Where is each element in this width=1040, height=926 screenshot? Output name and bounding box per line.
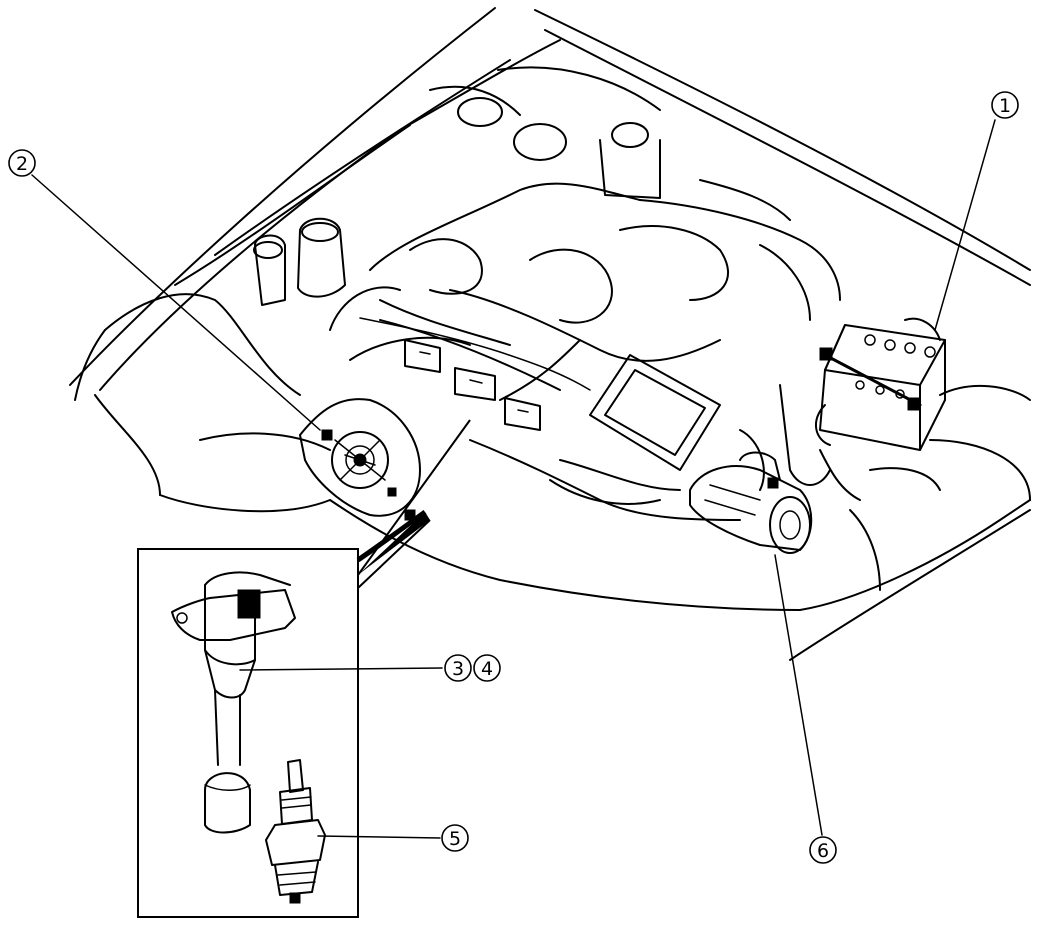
engine-block	[253, 66, 941, 591]
callout-6: 6	[809, 836, 837, 864]
callout-5: 5	[441, 824, 469, 852]
spark-plug	[265, 759, 326, 904]
battery	[815, 317, 946, 451]
ignition-coil	[171, 571, 296, 834]
callout-3-label: 3	[452, 658, 464, 680]
starter-motor	[689, 451, 813, 554]
callout-6-label: 6	[817, 840, 829, 862]
alternator	[299, 398, 421, 521]
callout-4-label: 4	[481, 658, 493, 680]
callout-1: 1	[991, 91, 1019, 119]
callout-1-label: 1	[999, 95, 1011, 117]
callout-2-label: 2	[16, 153, 28, 175]
vehicle-body-outline	[69, 7, 1031, 661]
callout-5-label: 5	[449, 828, 461, 850]
leader-lines	[31, 119, 996, 839]
callout-2: 2	[8, 149, 36, 177]
callout-3: 3	[444, 654, 472, 682]
callout-4: 4	[473, 654, 501, 682]
